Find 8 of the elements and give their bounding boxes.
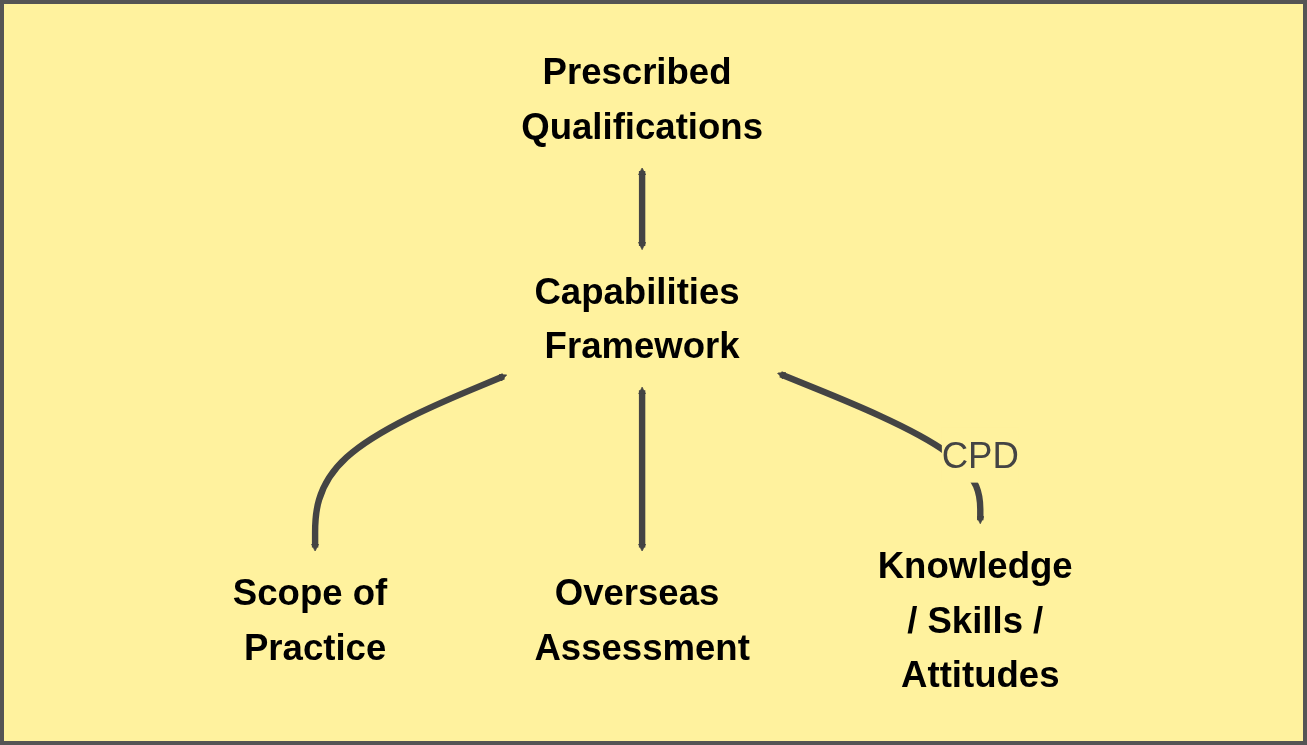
arrow [311, 372, 508, 552]
node-text: Scope of Practice [233, 571, 388, 667]
arrow [638, 386, 647, 552]
node-text: Overseas Assessment [534, 571, 751, 667]
arrow [638, 166, 647, 250]
node-text: Prescribed Qualifications [521, 50, 764, 146]
node-text: Capabilities Framework [534, 270, 740, 366]
node-text: Knowledge / Skills / Attitudes [877, 544, 1073, 695]
